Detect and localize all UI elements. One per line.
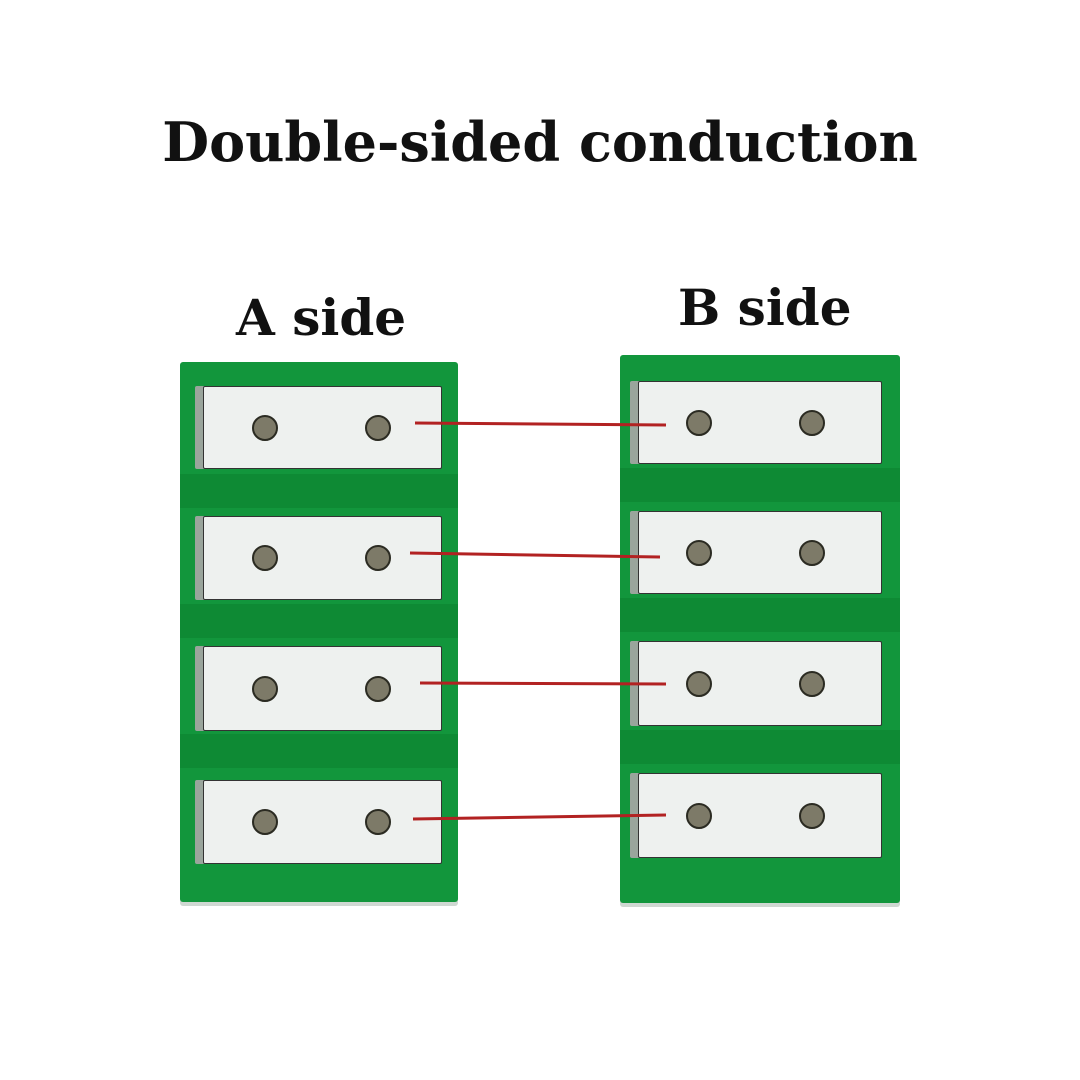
contact-pad: [638, 381, 882, 464]
contact-pad: [203, 516, 442, 600]
pcb-band: [620, 730, 900, 764]
connector-line: [419, 681, 667, 686]
hole: [365, 414, 391, 441]
a-side-board: [180, 362, 458, 902]
hole: [799, 539, 825, 566]
a-side-label: A side: [236, 288, 407, 347]
pcb-band: [180, 734, 458, 768]
pcb-band: [180, 474, 458, 508]
pcb-band: [180, 604, 458, 638]
hole: [365, 675, 391, 702]
contact-pad: [203, 386, 442, 469]
hole: [686, 409, 712, 436]
hole: [686, 670, 712, 697]
hole: [365, 809, 391, 835]
hole: [799, 802, 825, 829]
hole: [365, 545, 391, 571]
pcb-band: [620, 598, 900, 632]
hole: [252, 545, 278, 571]
connector-line: [409, 551, 661, 559]
hole: [686, 802, 712, 829]
title: Double-sided conduction: [162, 110, 918, 174]
contact-pad: [203, 646, 442, 731]
contact-pad: [638, 511, 882, 594]
hole: [686, 539, 712, 566]
contact-pad: [203, 780, 442, 864]
b-side-board: [620, 355, 900, 903]
hole: [799, 670, 825, 697]
connector-line: [412, 813, 667, 821]
hole: [252, 809, 278, 835]
pcb-band: [620, 468, 900, 502]
contact-pad: [638, 641, 882, 726]
contact-pad: [638, 773, 882, 858]
b-side-label: B side: [678, 278, 852, 337]
hole: [252, 414, 278, 441]
connector-line: [414, 421, 667, 427]
hole: [252, 675, 278, 702]
hole: [799, 409, 825, 436]
